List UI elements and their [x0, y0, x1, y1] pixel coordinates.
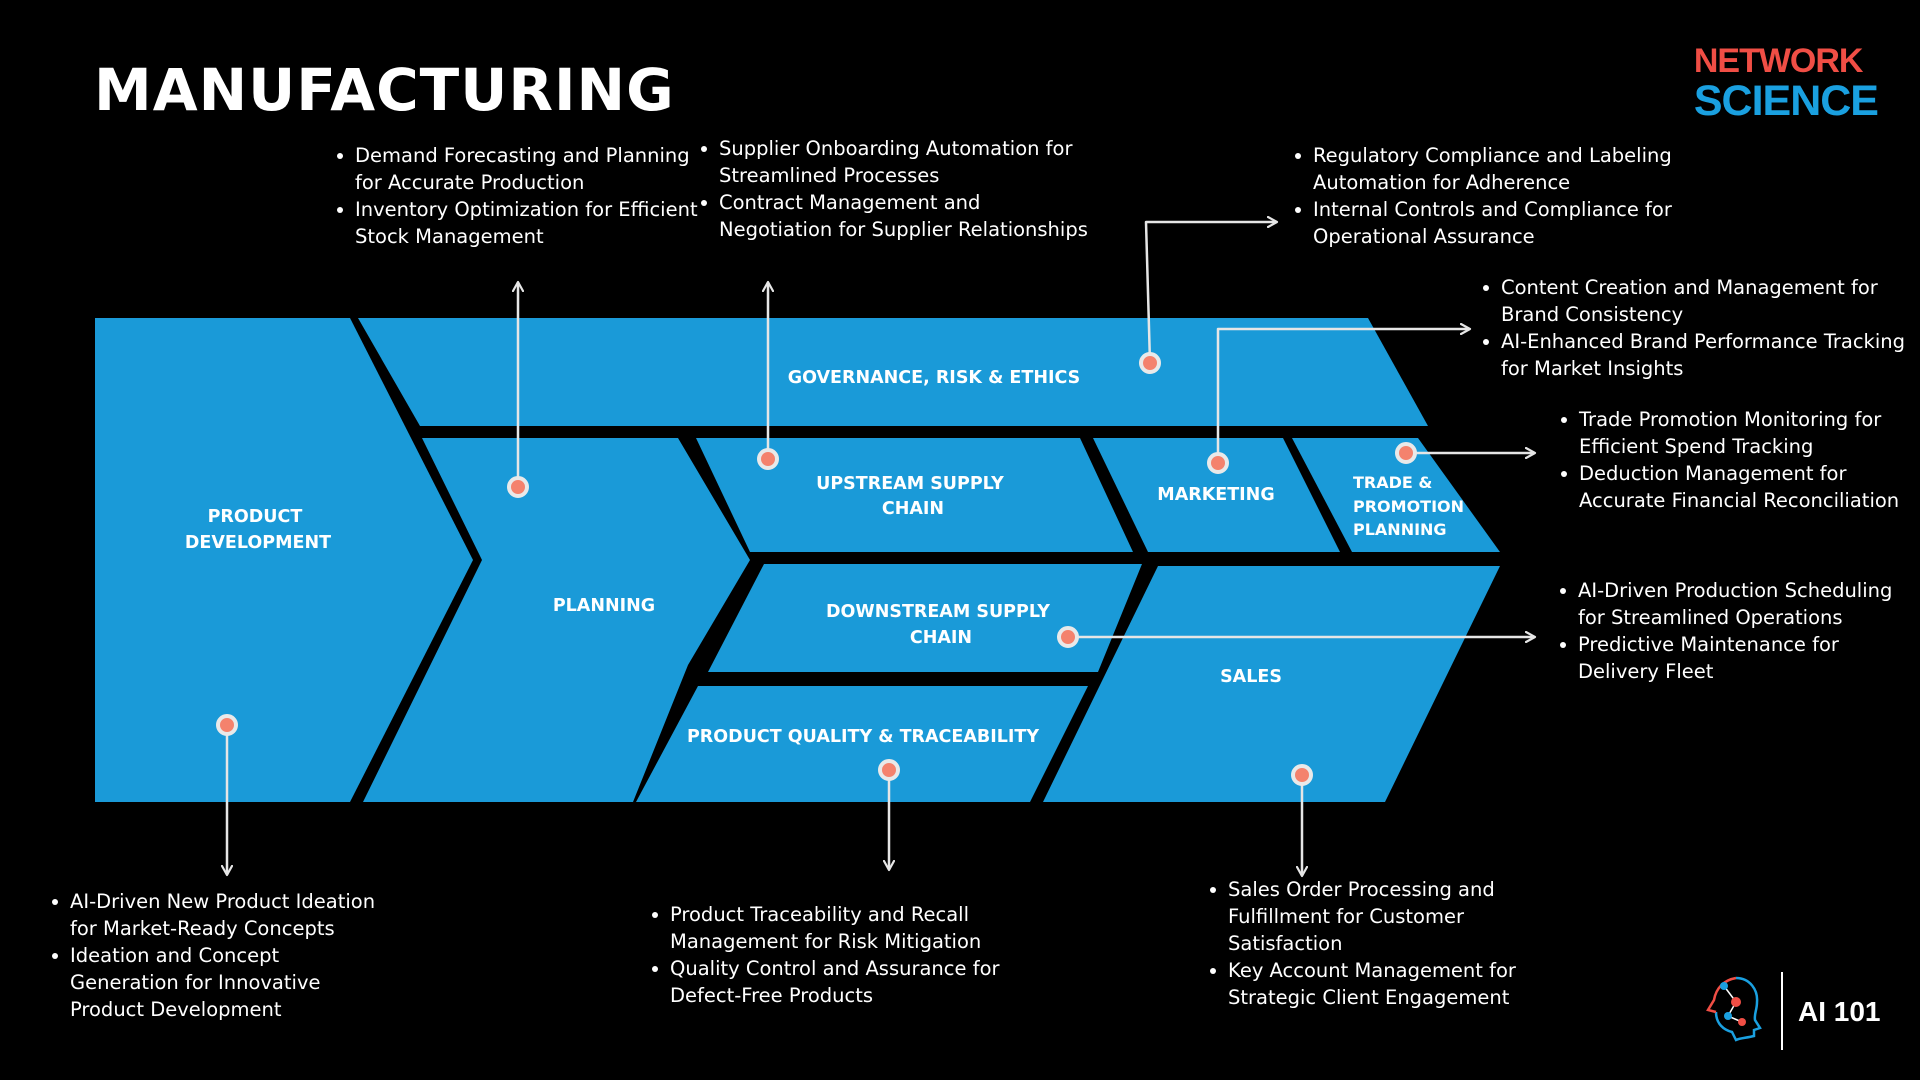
- marker-upstream: [757, 448, 779, 470]
- bullet-item: Supplier Onboarding Automation for Strea…: [701, 135, 1099, 189]
- footer-divider: [1781, 972, 1783, 1050]
- marker-sales: [1291, 764, 1313, 786]
- label-governance: GOVERNANCE, RISK & ETHICS: [788, 368, 1081, 388]
- bullets-quality: Product Traceability and Recall Manageme…: [648, 901, 1050, 1009]
- brand-line-2: SCIENCE: [1693, 77, 1879, 125]
- marker-quality: [878, 759, 900, 781]
- bullet-item: Ideation and Concept Generation for Inno…: [52, 942, 390, 1023]
- segment-quality: [636, 686, 1088, 802]
- page-title: MANUFACTURING: [94, 56, 675, 124]
- bullets-marketing: Content Creation and Management for Bran…: [1479, 274, 1920, 382]
- segment-sales: [1043, 566, 1500, 802]
- bullet-item: Contract Management and Negotiation for …: [701, 189, 1099, 243]
- marker-downstream: [1057, 626, 1079, 648]
- bullet-item: Quality Control and Assurance for Defect…: [652, 955, 1050, 1009]
- label-marketing: MARKETING: [1157, 485, 1274, 505]
- segment-trade-promotion: [1292, 438, 1500, 552]
- bullet-item: Internal Controls and Compliance for Ope…: [1295, 196, 1753, 250]
- marker-trade-promotion: [1395, 442, 1417, 464]
- bullet-item: Product Traceability and Recall Manageme…: [652, 901, 1050, 955]
- bullet-item: Demand Forecasting and Planning for Accu…: [337, 142, 705, 196]
- bullets-product-development: AI-Driven New Product Ideation for Marke…: [48, 888, 390, 1023]
- segment-planning: [363, 438, 750, 802]
- label-trade-promotion: TRADE & PROMOTION PLANNING: [1353, 473, 1470, 539]
- bullets-sales: Sales Order Processing and Fulfillment f…: [1206, 876, 1558, 1011]
- marker-governance: [1139, 352, 1161, 374]
- marker-marketing: [1207, 452, 1229, 474]
- bullets-governance: Regulatory Compliance and Labeling Autom…: [1291, 142, 1753, 250]
- bullet-item: AI-Driven New Product Ideation for Marke…: [52, 888, 390, 942]
- ai-head-icon: [1706, 976, 1762, 1042]
- arrow-marketing: [1216, 329, 1470, 463]
- bullet-item: AI-Enhanced Brand Performance Tracking f…: [1483, 328, 1920, 382]
- bullet-item: Trade Promotion Monitoring for Efficient…: [1561, 406, 1919, 460]
- bullet-item: Content Creation and Management for Bran…: [1483, 274, 1920, 328]
- segment-upstream: [696, 438, 1133, 552]
- arrow-governance: [1144, 222, 1277, 364]
- brand-line-1: NETWORK: [1693, 42, 1864, 80]
- bullet-item: Inventory Optimization for Efficient Sto…: [337, 196, 705, 250]
- bullets-trade-promotion: Trade Promotion Monitoring for Efficient…: [1557, 406, 1919, 514]
- label-product-development: PRODUCT DEVELOPMENT: [185, 507, 331, 553]
- bullet-item: Key Account Management for Strategic Cli…: [1210, 957, 1558, 1011]
- footer-label: AI 101: [1798, 996, 1881, 1027]
- label-upstream: UPSTREAM SUPPLY CHAIN: [816, 474, 1010, 519]
- bullet-item: Sales Order Processing and Fulfillment f…: [1210, 876, 1558, 957]
- marker-planning: [507, 476, 529, 498]
- network-science-logo: NETWORK SCIENCE: [1693, 42, 1879, 125]
- bullets-planning: Demand Forecasting and Planning for Accu…: [333, 142, 705, 250]
- marker-product-development: [216, 714, 238, 736]
- label-planning: PLANNING: [553, 596, 655, 616]
- label-sales: SALES: [1220, 667, 1282, 687]
- bullets-downstream: AI-Driven Production Scheduling for Stre…: [1556, 577, 1918, 685]
- segment-governance: [358, 318, 1428, 426]
- label-quality: PRODUCT QUALITY & TRACEABILITY: [687, 727, 1039, 747]
- segment-product-development: [95, 318, 473, 802]
- bullet-item: Deduction Management for Accurate Financ…: [1561, 460, 1919, 514]
- bullet-item: Regulatory Compliance and Labeling Autom…: [1295, 142, 1753, 196]
- segment-downstream: [708, 564, 1142, 672]
- bullet-item: Predictive Maintenance for Delivery Flee…: [1560, 631, 1918, 685]
- bullets-upstream: Supplier Onboarding Automation for Strea…: [697, 135, 1099, 243]
- label-downstream: DOWNSTREAM SUPPLY CHAIN: [826, 602, 1056, 648]
- segment-marketing: [1093, 438, 1340, 552]
- bullet-item: AI-Driven Production Scheduling for Stre…: [1560, 577, 1918, 631]
